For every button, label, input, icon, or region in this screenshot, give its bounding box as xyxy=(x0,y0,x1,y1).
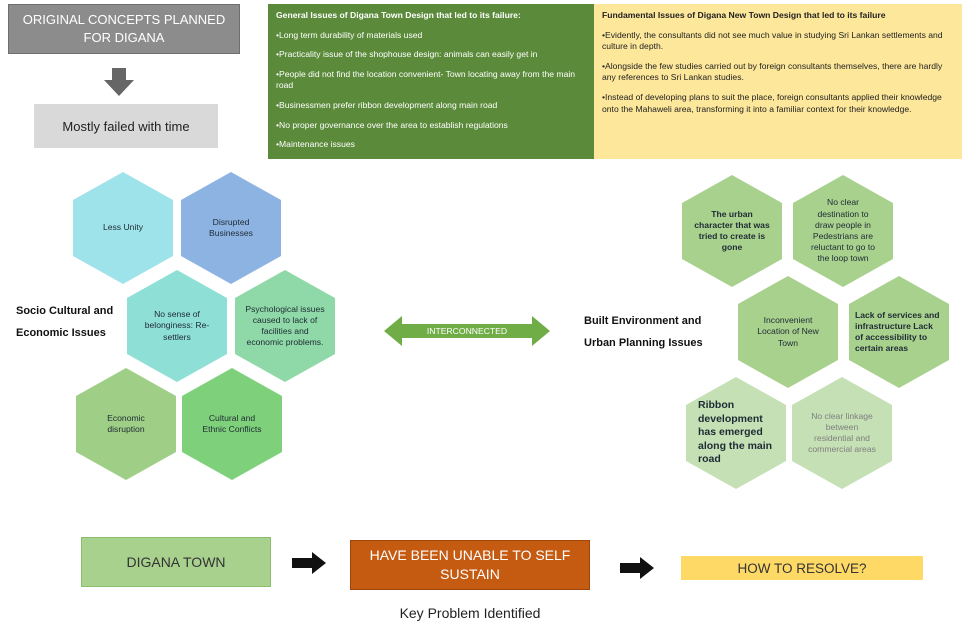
built-environment-label: Built Environment and Urban Planning Iss… xyxy=(584,315,703,349)
interconnected-label: INTERCONNECTED xyxy=(426,326,508,336)
fundamental-issue-item: •Alongside the few studies carried out b… xyxy=(602,60,943,83)
mostly-failed-box: Mostly failed with time xyxy=(34,104,218,148)
original-concepts-box: ORIGINAL CONCEPTS PLANNED FOR DIGANA xyxy=(8,4,240,54)
general-issue-item: •No proper governance over the area to e… xyxy=(276,119,508,130)
hex-urban-character: The urban character that was tried to cr… xyxy=(682,175,782,287)
double-arrow-icon xyxy=(384,316,550,346)
hex-economic-disruption: Economic disruption xyxy=(76,368,176,480)
fundamental-issue-item: •Evidently, the consultants did not see … xyxy=(602,29,943,52)
hex-no-clear-linkage: No clear linkage between residential and… xyxy=(792,377,892,489)
hex-cultural-ethnic-conflicts: Cultural and Ethnic Conflicts xyxy=(182,368,282,480)
interconnected-arrow: INTERCONNECTED xyxy=(384,316,550,346)
down-arrow-icon xyxy=(104,68,134,96)
general-issue-item: •Businessmen prefer ribbon development a… xyxy=(276,99,498,110)
socio-cultural-label: Socio Cultural and Economic Issues xyxy=(16,305,114,339)
general-issue-item: •People did not find the location conven… xyxy=(276,68,576,91)
how-to-resolve-box: HOW TO RESOLVE? xyxy=(681,556,923,580)
hex-inconvenient-location: Inconvenient Location of New Town xyxy=(738,276,838,388)
hex-disrupted-businesses: Disrupted Businesses xyxy=(181,172,281,284)
general-issue-item: •Practicality issue of the shophouse des… xyxy=(276,49,538,60)
hex-no-sense-of-belonginess: No sense of belonginess: Re-settlers xyxy=(127,270,227,382)
general-issues-heading: General Issues of Digana Town Design tha… xyxy=(276,10,521,20)
general-issues-panel: General Issues of Digana Town Design tha… xyxy=(268,4,594,159)
fundamental-issue-item: •Instead of developing plans to suit the… xyxy=(602,91,942,114)
hex-ribbon-development: Ribbon development has emerged along the… xyxy=(686,377,786,489)
hex-lack-of-services: Lack of services and infrastructure Lack… xyxy=(849,276,949,388)
hex-psychological-issues: Psychological issues caused to lack of f… xyxy=(235,270,335,382)
fundamental-issues-heading: Fundamental Issues of Digana New Town De… xyxy=(602,10,886,20)
hex-less-unity: Less Unity xyxy=(73,172,173,284)
key-problem-caption: Key Problem Identified xyxy=(399,605,541,621)
general-issue-item: •Maintenance issues xyxy=(276,139,355,150)
right-arrow-icon xyxy=(292,552,326,574)
right-arrow-icon xyxy=(620,557,654,579)
digana-town-box: DIGANA TOWN xyxy=(81,537,271,587)
key-problem-box: HAVE BEEN UNABLE TO SELF SUSTAIN xyxy=(350,540,590,590)
hex-no-clear-destination: No clear destination to draw people in P… xyxy=(793,175,893,287)
general-issue-item: •Long term durability of materials used xyxy=(276,29,423,40)
fundamental-issues-panel: Fundamental Issues of Digana New Town De… xyxy=(594,4,962,159)
